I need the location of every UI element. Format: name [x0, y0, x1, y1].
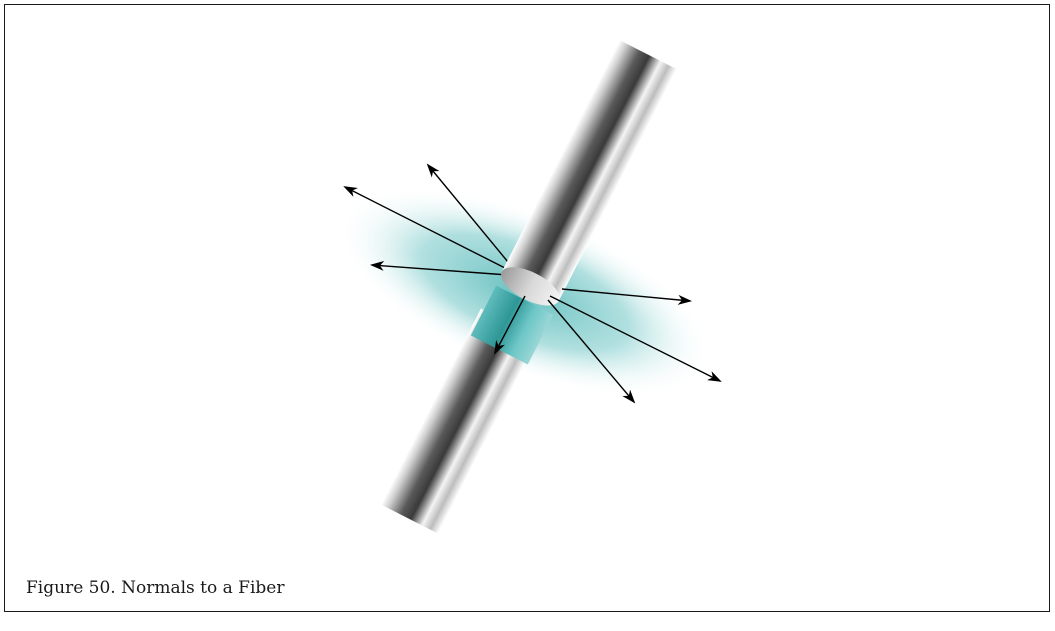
fiber-cap	[501, 267, 560, 306]
normal-arrow-down-right	[547, 299, 636, 404]
fiber-upper-segment	[501, 40, 677, 306]
normal-arrows-back	[343, 163, 509, 276]
normal-arrow-right	[561, 288, 692, 305]
normal-arrow-upper-left	[343, 186, 506, 269]
normal-arrow-up	[426, 163, 509, 263]
normal-arrow-lower-right	[549, 295, 722, 382]
fiber-lower-segment	[381, 308, 538, 534]
figure-caption: Figure 50. Normals to a Fiber	[26, 578, 285, 598]
normal-arrow-down	[494, 295, 526, 355]
normal-arrow-left	[370, 260, 509, 276]
normal-arrows-front	[494, 288, 722, 404]
fiber-cross-section-band	[470, 285, 554, 365]
